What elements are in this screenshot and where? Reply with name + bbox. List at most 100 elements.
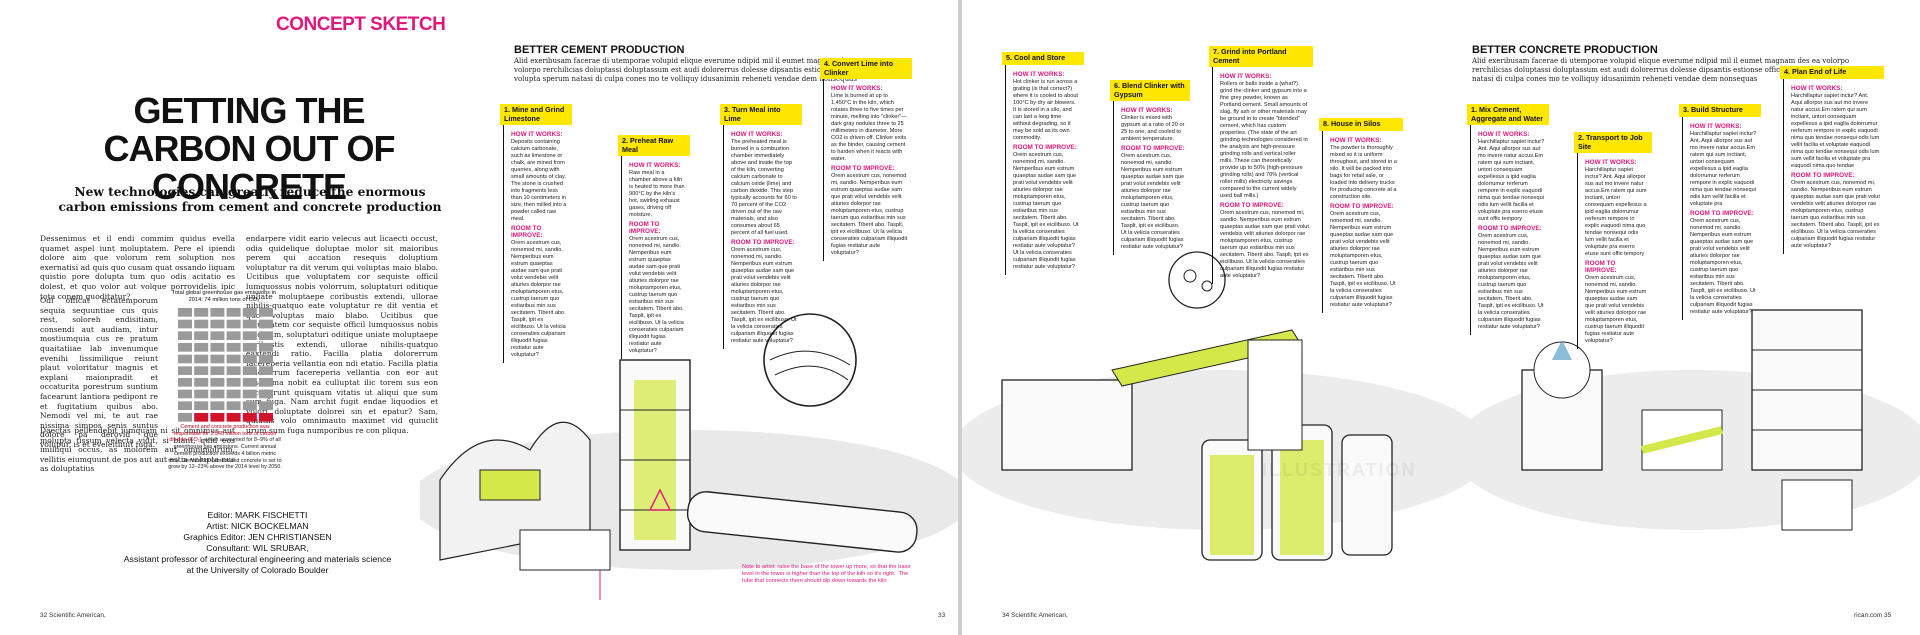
step-content: HOW IT WORKS:Hot clinker is run across a…: [1005, 64, 1084, 275]
waffle-cell: [259, 319, 273, 329]
step-content: HOW IT WORKS:Raw meal in a chamber above…: [621, 156, 690, 359]
waffle-cell: [210, 308, 225, 317]
step-content: HOW IT WORKS:Clinker is mixed with gypsu…: [1113, 101, 1190, 255]
step-content: HOW IT WORKS:Rollers or balls inside a (…: [1212, 67, 1313, 284]
how-it-works-text: Raw meal in a chamber above a kiln is he…: [629, 170, 685, 218]
credit-artist: Artist: NICK BOCKELMAN: [206, 521, 309, 531]
watermark-left: ILLUSTRATION: [1262, 460, 1417, 480]
room-to-improve-heading: ROOM TO IMPROVE:: [511, 225, 543, 239]
body-col1-intro: Dessenimus et il endi commim quidus evel…: [40, 234, 235, 301]
room-to-improve-text: Orem acestrum cus, nonemod mi, sandio. N…: [1690, 217, 1756, 315]
step-label: 2. Transport to Job Site: [1574, 132, 1652, 153]
how-it-works-text: The powder is thoroughly mixed so it is …: [1330, 144, 1397, 200]
step-label: 1. Mine and Grind Limestone: [500, 104, 572, 125]
how-it-works-heading: HOW IT WORKS:: [731, 131, 783, 138]
folio-33: 33: [938, 612, 946, 619]
waffle-chart: [178, 308, 273, 422]
step-label: 3. Build Structure: [1679, 104, 1761, 117]
how-it-works-heading: HOW IT WORKS:: [831, 85, 883, 92]
waffle-cell: [210, 377, 225, 387]
credit-consultant-title: Assistant professor of architectural eng…: [123, 554, 392, 564]
how-it-works-text: Clinker is mixed with gypsum at a ratio …: [1121, 115, 1185, 142]
how-it-works-text: The preheated meal is burned in a combus…: [731, 139, 797, 236]
section-intro-cement: Alid exeribusam facerae di utemporae vol…: [514, 57, 863, 83]
waffle-cell: [226, 389, 241, 399]
waffle-cell: [242, 366, 257, 375]
room-to-improve-text: Orem acestrum cus, nonemod mi, sandio. N…: [1330, 210, 1396, 308]
step-content: HOW IT WORKS:Harchillaptur sapiet inctur…: [1783, 78, 1884, 254]
waffle-cell: [210, 366, 225, 375]
how-it-works-text: Harchillaptur sapiet inctur? Ant. Aqui a…: [1690, 130, 1757, 207]
waffle-cell: [194, 401, 209, 410]
waffle-cell: [226, 331, 241, 341]
right-page: 34 Scientific American, rican.com 35 BET…: [962, 0, 1920, 635]
concrete-plant-illustration: [962, 251, 1920, 561]
waffle-cell: [226, 377, 241, 387]
room-to-improve-text: Orem acestrum cus, nonemod mi, sandio. N…: [1478, 233, 1544, 330]
waffle-cell: [194, 331, 209, 341]
section-title-concrete: BETTER CONCRETE PRODUCTION: [1472, 44, 1658, 56]
credits: Editor: MARK FISCHETTI Artist: NICK BOCK…: [60, 510, 455, 576]
room-to-improve-text: Orem acestrum cus, nonemod mi, sandio. N…: [629, 236, 684, 354]
body-col1-main: Odi officat ectatemporum sequia sequunti…: [40, 296, 158, 449]
waffle-cell: [259, 389, 273, 399]
subhead: New technologies can greatly reduce the …: [58, 185, 442, 214]
waffle-cell: [178, 342, 192, 352]
how-it-works-text: Rollers or balls inside a (what?) grind …: [1220, 81, 1308, 199]
chart-caption: Total global greenhouse gas emissions in…: [171, 290, 277, 303]
how-it-works-heading: HOW IT WORKS:: [1013, 70, 1065, 78]
room-to-improve-heading: ROOM TO IMPROVE:: [731, 239, 795, 246]
room-to-improve-heading: ROOM TO IMPROVE:: [831, 165, 895, 172]
waffle-cell: [226, 342, 241, 352]
how-it-works-text: Deposits containing calcium carbonate, s…: [511, 139, 567, 222]
left-page: CONCEPT SKETCH GETTING THE CARBON OUT OF…: [0, 0, 958, 635]
room-to-improve-heading: ROOM TO IMPROVE:: [1220, 202, 1284, 209]
how-it-works-heading: HOW IT WORKS:: [1585, 159, 1637, 166]
waffle-cell: [259, 401, 273, 410]
waffle-cell: [226, 308, 241, 317]
waffle-cell: [242, 319, 257, 329]
waffle-cell: [194, 308, 209, 317]
waffle-cell: [226, 354, 241, 364]
room-to-improve-text: Orem acestrum cus, nonemod mi, sandio. N…: [831, 173, 908, 256]
spread-gutter: [958, 0, 962, 635]
waffle-cell: [242, 308, 257, 317]
chart-note: Cement and concrete production was respo…: [168, 424, 282, 471]
waffle-cell-cement: [242, 412, 257, 422]
room-to-improve-heading: ROOM TO IMPROVE:: [629, 221, 661, 235]
step-label: 3. Turn Meal into Lime: [720, 104, 802, 125]
room-to-improve-text: Orem acestrum cus, nonemod mi, sandio. N…: [1121, 153, 1185, 250]
credit-graphics-editor: Graphics Editor: JEN CHRISTIANSEN: [183, 532, 332, 542]
how-it-works-heading: HOW IT WORKS:: [511, 131, 563, 138]
folio-35: rican.com 35: [1854, 612, 1892, 619]
kicker: CONCEPT SKETCH: [276, 14, 446, 35]
waffle-cell: [194, 366, 209, 375]
waffle-cell: [210, 319, 225, 329]
waffle-cell: [242, 389, 257, 399]
waffle-cell: [259, 366, 273, 375]
waffle-cell: [242, 342, 257, 352]
room-to-improve-text: Orem acestrum cus, nonemod mi, sandio. N…: [1585, 275, 1647, 344]
step-label: 4. Plan End of Life: [1780, 66, 1884, 79]
how-it-works-text: Lime is burned at up to 1,450°C in the k…: [831, 93, 907, 162]
step-content: HOW IT WORKS:The preheated meal is burne…: [723, 125, 802, 349]
room-to-improve-text: Orem acestrum cus, nonemod mi, sandio. N…: [1791, 179, 1880, 249]
waffle-cell: [178, 366, 192, 375]
chart-note-rest: which accounted for 8–9% of all greenhou…: [168, 437, 282, 471]
how-it-works-heading: HOW IT WORKS:: [1690, 122, 1742, 130]
waffle-cell: [194, 342, 209, 352]
step-content: HOW IT WORKS:Deposits containing calcium…: [503, 125, 572, 363]
waffle-cell-cement: [194, 412, 209, 422]
waffle-cell: [178, 308, 192, 317]
step-content: HOW IT WORKS:Harchillaptur sapiet inctur…: [1470, 125, 1549, 335]
step-label: 5. Cool and Store: [1002, 52, 1084, 65]
how-it-works-heading: HOW IT WORKS:: [629, 162, 681, 169]
